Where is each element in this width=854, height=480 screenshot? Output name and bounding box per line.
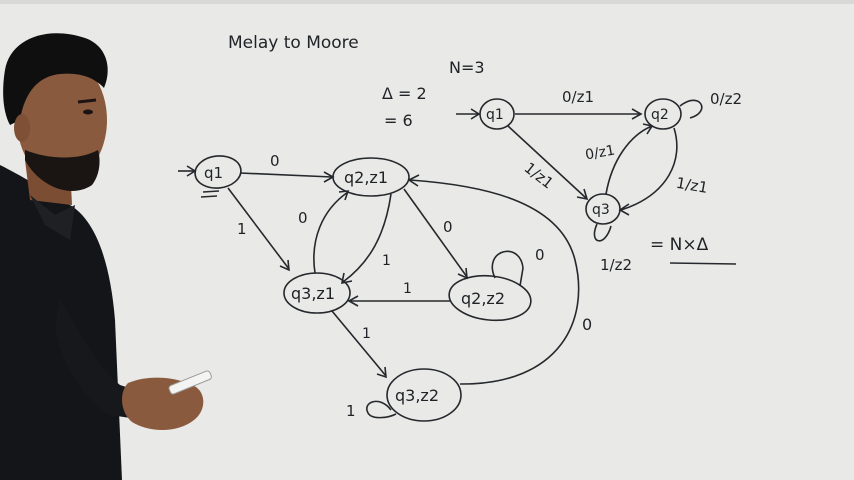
mealy-node-q2 bbox=[644, 98, 682, 130]
presenter-eyebrow bbox=[77, 98, 97, 104]
moore-node-q3z2-label: q3,z2 bbox=[395, 386, 439, 405]
mealy-edge-q2-q3-arrow bbox=[618, 203, 630, 216]
moore-edge-q3z1-q2z1-label: 0 bbox=[298, 209, 308, 227]
mealy-node-q1-label: q1 bbox=[486, 107, 504, 123]
mealy-edge-q2-q3-label: 1/z1 bbox=[675, 174, 710, 197]
moore-edge-q3z1-q2z1 bbox=[313, 191, 349, 274]
mealy-node-q3 bbox=[585, 193, 621, 225]
mealy-edge-q3-self bbox=[593, 223, 612, 242]
mealy-edge-q3-q2-label: 0/z1 bbox=[584, 143, 616, 164]
mealy-edge-q3-self-label: 1/z2 bbox=[600, 256, 632, 274]
moore-edge-q2z1-q2z2-arrow bbox=[457, 267, 468, 280]
moore-edge-q2z1-q3z1-arrow bbox=[340, 272, 353, 285]
delta-equation: Δ = 2 bbox=[382, 84, 427, 103]
moore-edge-q1-q2z1-arrow bbox=[323, 171, 335, 183]
moore-node-q2z1-label: q2,z1 bbox=[344, 168, 388, 187]
mealy-edge-q2-self bbox=[679, 99, 703, 119]
mealy-edge-q3-q2 bbox=[605, 125, 653, 195]
moore-start-arrowhead bbox=[186, 165, 197, 177]
moore-machine: q1 q2,z1 q3,z1 q2,z2 q3,z2 0 1 0 1 bbox=[178, 152, 592, 422]
mealy-edge-q1-q3-arrow bbox=[576, 188, 589, 201]
moore-edge-q1-q3z1-label: 1 bbox=[237, 220, 247, 238]
moore-edge-q3z1-q3z2 bbox=[331, 310, 387, 377]
moore-edge-q3z1-q3z2-label: 1 bbox=[362, 326, 371, 342]
moore-edge-q1-q2z1-label: 0 bbox=[270, 152, 280, 170]
moore-edge-q3z2-q2z1-label: 0 bbox=[582, 315, 592, 334]
moore-edge-q2z1-q3z1 bbox=[342, 193, 392, 283]
moore-start-mark-1 bbox=[202, 190, 220, 193]
marker bbox=[168, 370, 212, 395]
presenter bbox=[0, 33, 212, 480]
whiteboard-top-edge bbox=[0, 0, 854, 4]
mealy-edge-q1-q2-label: 0/z1 bbox=[562, 88, 594, 106]
moore-node-q3z1-label: q3,z1 bbox=[291, 284, 335, 303]
moore-node-q1 bbox=[194, 155, 242, 189]
moore-edge-q2z1-q2z2-label: 0 bbox=[443, 218, 453, 236]
mealy-node-q3-label: q3 bbox=[592, 202, 610, 218]
moore-node-q1-label: q1 bbox=[204, 164, 223, 182]
presenter-eye bbox=[83, 109, 93, 115]
presenter-collar bbox=[30, 195, 75, 240]
moore-edge-q2z2-q3z1-label: 1 bbox=[403, 281, 412, 297]
presenter-face bbox=[17, 58, 107, 182]
presenter-ear bbox=[14, 114, 30, 142]
moore-node-q3z1 bbox=[283, 272, 351, 314]
formula: = N×Δ bbox=[650, 235, 709, 255]
moore-edge-q2z1-q2z2 bbox=[403, 188, 468, 278]
moore-edge-q2z2-self-label: 0 bbox=[535, 246, 545, 264]
moore-edge-q1-q3z1-arrow bbox=[279, 259, 290, 272]
moore-edge-q3z2-self-label: 1 bbox=[346, 402, 356, 420]
board-title: Melay to Moore bbox=[228, 33, 359, 53]
presenter-beard bbox=[25, 150, 100, 191]
mealy-start-arrowhead bbox=[470, 108, 481, 120]
mealy-edge-q1-q3 bbox=[507, 125, 587, 199]
moore-edge-q1-q3z1 bbox=[227, 187, 290, 270]
moore-edge-q2z1-q3z1-label: 1 bbox=[382, 253, 391, 269]
moore-edge-q2z2-q3z1-arrow bbox=[347, 295, 359, 307]
moore-edge-q3z1-q3z2-arrow bbox=[376, 366, 387, 379]
formula-underline bbox=[669, 262, 737, 265]
mealy-edge-q2-self-label: 0/z2 bbox=[710, 90, 742, 108]
moore-node-q2z2-label: q2,z2 bbox=[461, 289, 505, 308]
n-equation: N=3 bbox=[449, 58, 485, 77]
moore-node-q2z2 bbox=[448, 274, 532, 322]
moore-start-mark-2 bbox=[200, 195, 218, 198]
six-equation: = 6 bbox=[384, 111, 413, 130]
mealy-edge-q2-q3 bbox=[620, 127, 678, 211]
moore-node-q3z2 bbox=[386, 368, 462, 422]
moore-edge-q3z1-q2z1-arrow bbox=[338, 190, 350, 201]
mealy-edge-q3-q2-arrow bbox=[642, 123, 654, 135]
mealy-edge-q1-q2-arrow bbox=[631, 108, 643, 120]
mealy-node-q2-label: q2 bbox=[651, 107, 669, 123]
moore-edge-q3z2-self bbox=[366, 400, 397, 419]
moore-edge-q1-q2z1 bbox=[239, 172, 333, 178]
presenter-hair bbox=[3, 33, 108, 126]
moore-edge-q3z2-q2z1-arrow bbox=[407, 174, 420, 187]
moore-edge-q2z2-self bbox=[491, 250, 524, 287]
moore-edge-q3z2-q2z1 bbox=[409, 179, 580, 385]
